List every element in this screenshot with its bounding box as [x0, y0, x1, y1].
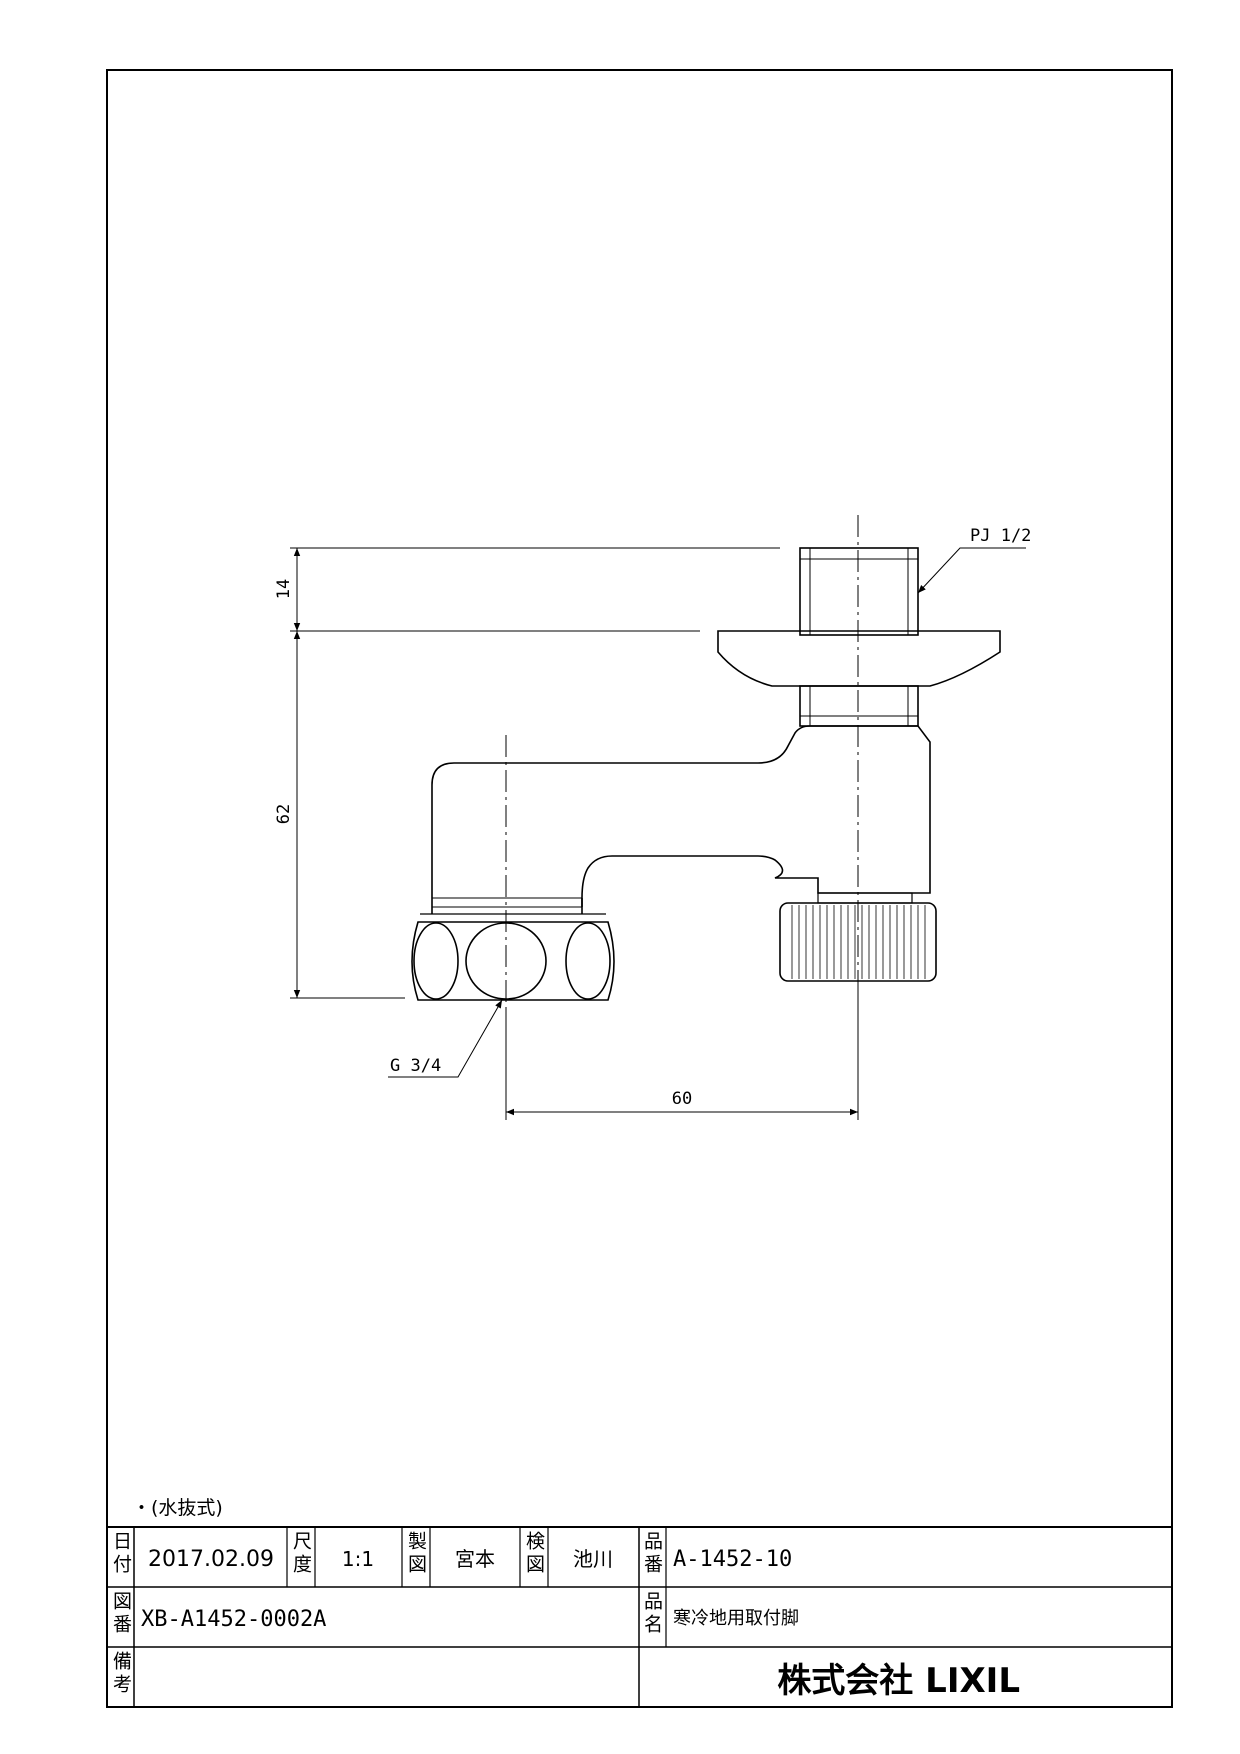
knurl-pattern	[791, 905, 926, 979]
drafter-value: 宮本	[455, 1547, 495, 1571]
checker-label: 検図	[523, 1531, 545, 1577]
dimensions	[290, 547, 1026, 1120]
product-name-value: 寒冷地用取付脚	[673, 1608, 799, 1629]
title-block	[107, 1526, 1172, 1707]
dim-label-14: 14	[274, 579, 294, 599]
hex-face-center	[465, 922, 547, 1000]
leader-top-thread	[917, 547, 1026, 594]
leader-bottom-thread	[388, 999, 503, 1078]
dim-label-bottom-thread: G 3/4	[390, 1056, 441, 1076]
remarks-label: 備考	[110, 1651, 132, 1697]
dim-label-62: 62	[274, 804, 294, 824]
scale-label: 尺度	[290, 1531, 312, 1577]
date-value: 2017.02.09	[148, 1547, 274, 1572]
date-label: 日付	[110, 1531, 132, 1577]
drawing-no-label: 図番	[110, 1591, 132, 1637]
crank-body	[431, 725, 931, 907]
product-no-label: 品番	[641, 1531, 663, 1577]
top-threaded-stem	[799, 547, 919, 636]
flange-plate	[717, 630, 1001, 687]
hex-union-nut	[411, 921, 615, 1001]
hex-face-right	[565, 922, 611, 1000]
scale-value: 1:1	[342, 1547, 374, 1571]
knurled-nut-neck	[817, 892, 913, 904]
faucet-leg-drawing	[411, 515, 1001, 1010]
hex-face-left	[413, 922, 459, 1000]
checker-value: 池川	[573, 1547, 613, 1571]
company-name: 株式会社 LIXIL	[777, 1661, 1020, 1701]
drawing-frame	[106, 69, 1173, 1708]
drafter-label: 製図	[405, 1531, 427, 1577]
knurled-nut	[779, 902, 937, 982]
dim-label-60: 60	[672, 1089, 692, 1109]
dim-label-top-thread: PJ 1/2	[970, 526, 1031, 546]
product-name-label: 品名	[641, 1591, 663, 1637]
lower-stem	[799, 685, 919, 727]
product-no-value: A-1452-10	[673, 1547, 792, 1572]
drawing-no-value: XB-A1452-0002A	[141, 1607, 326, 1632]
drain-type-note: ・(水抜式)	[132, 1497, 223, 1519]
